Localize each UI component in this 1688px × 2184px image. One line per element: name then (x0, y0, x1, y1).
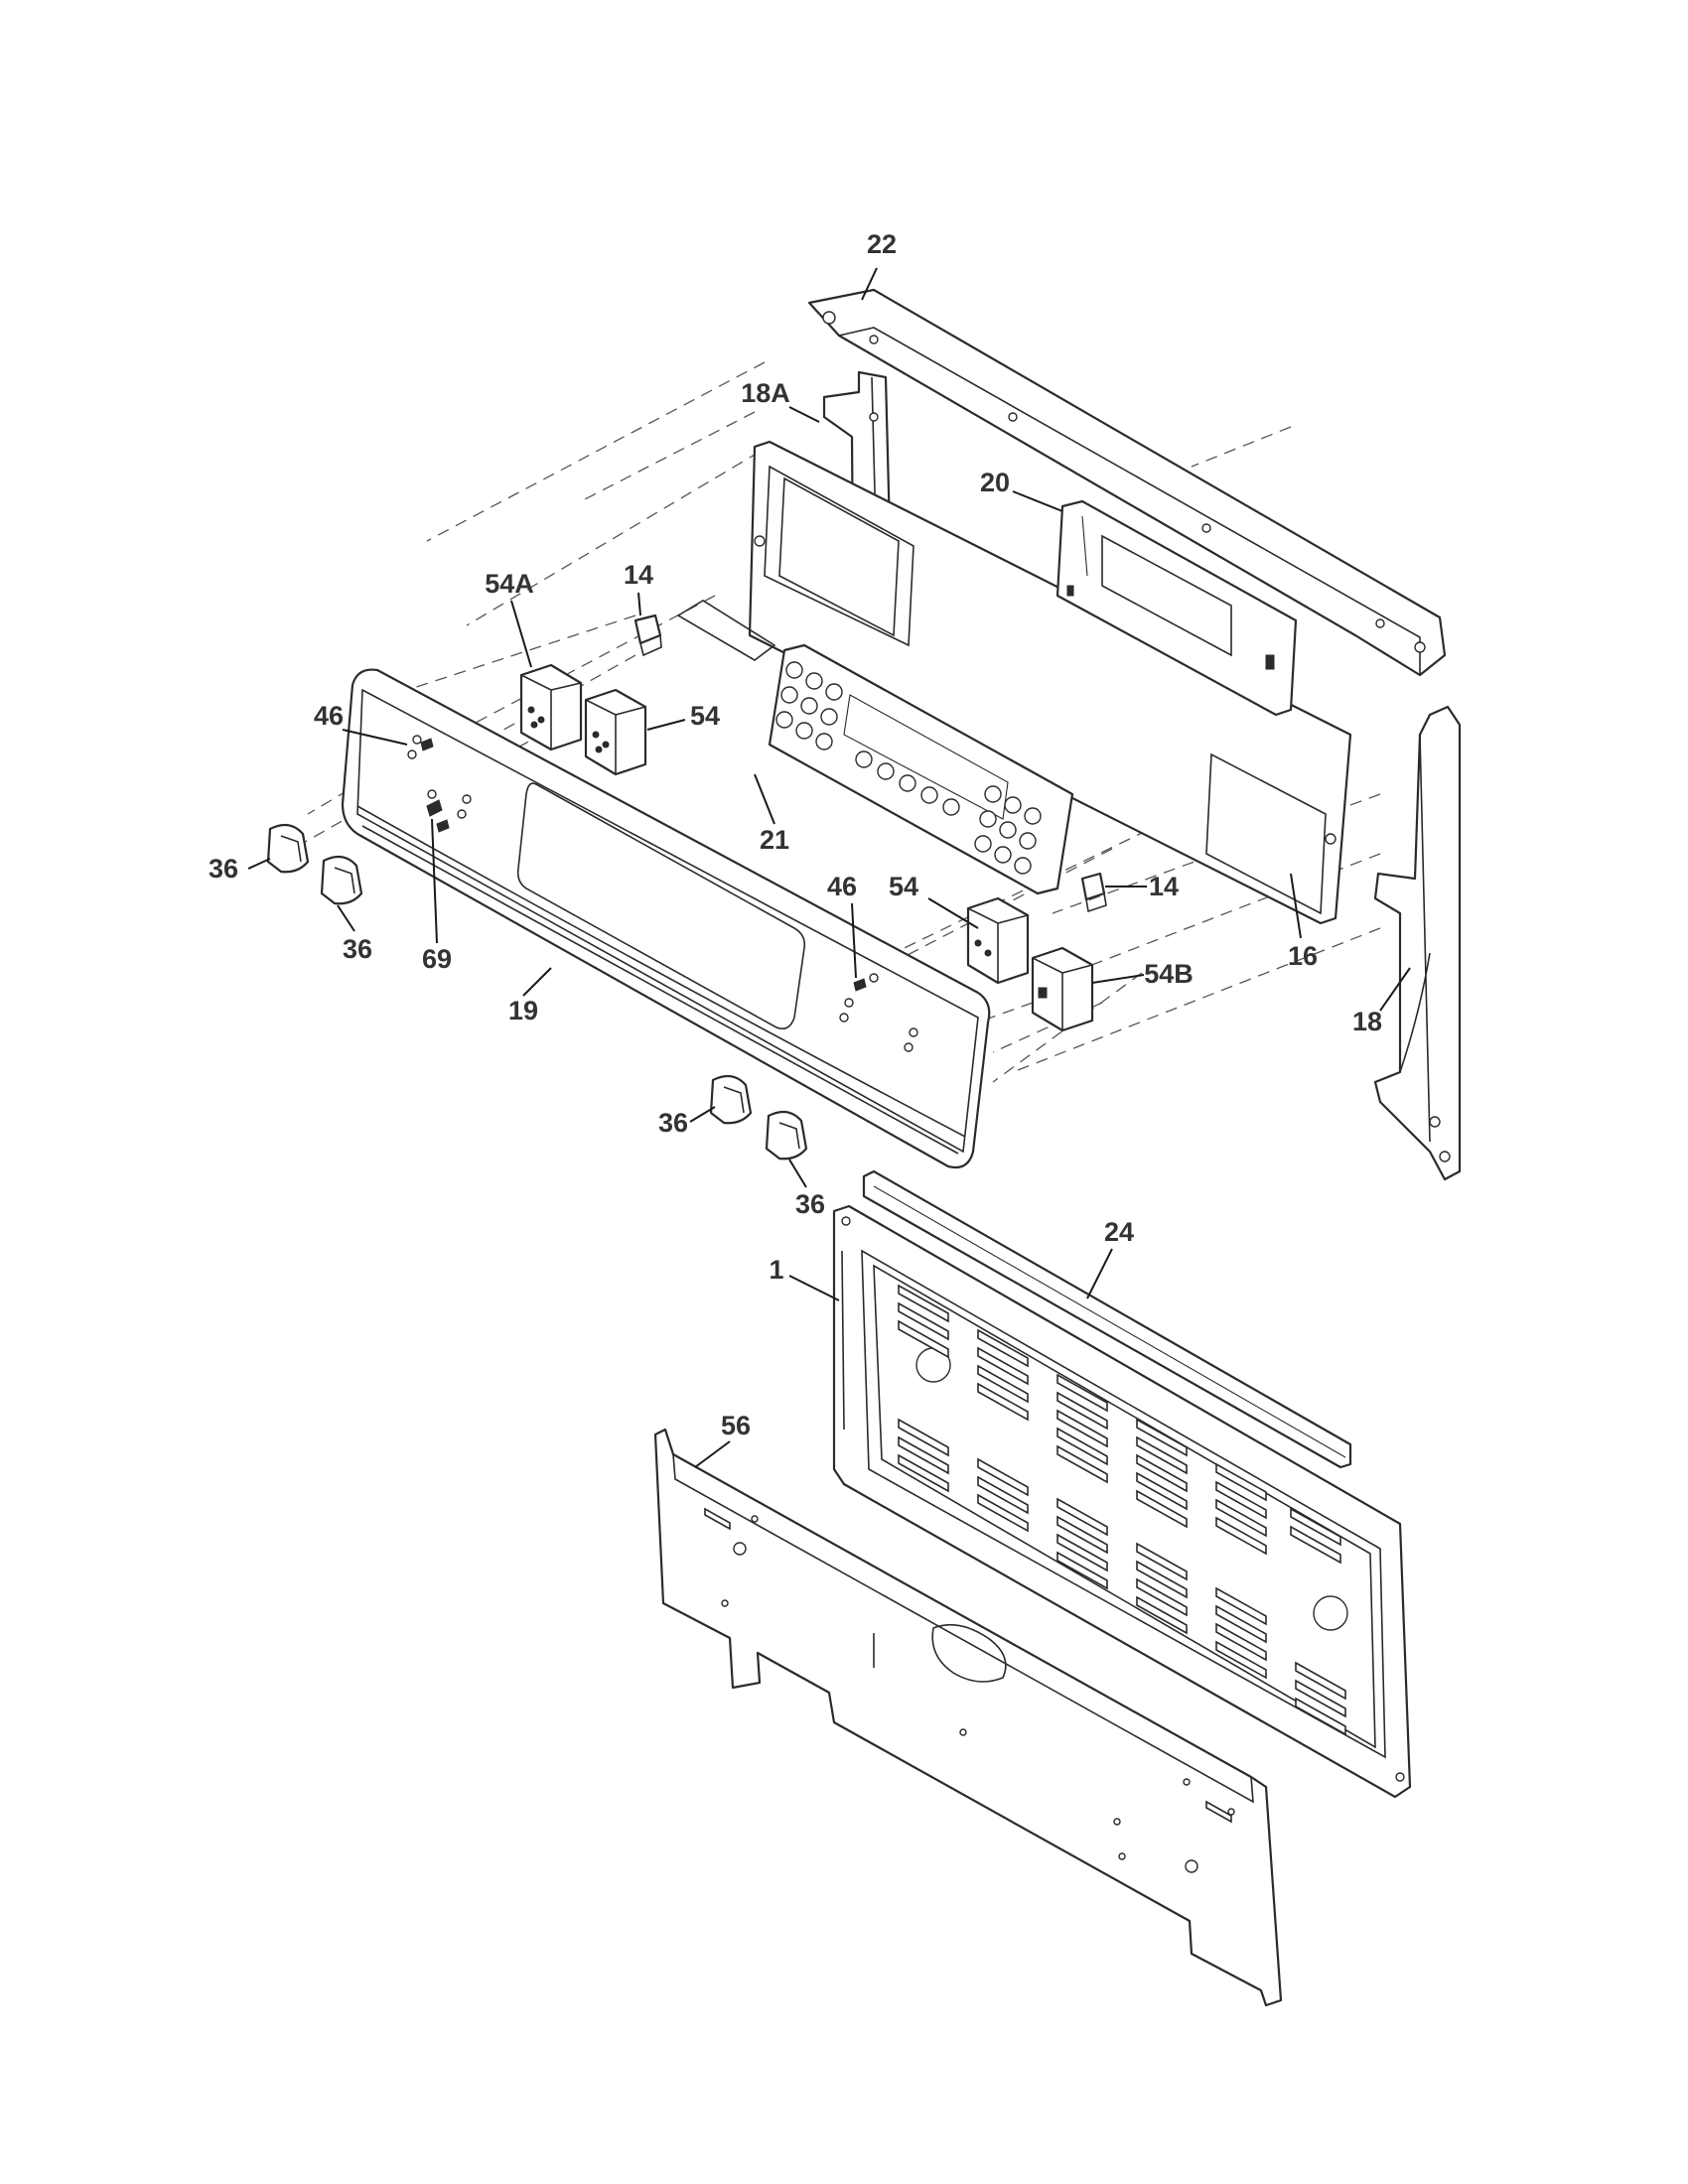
part-14-relay-lower (1080, 872, 1107, 913)
callout-14-upper: 14 (624, 560, 653, 590)
part-19-console (341, 668, 991, 1169)
callout-46-right: 46 (827, 872, 857, 901)
part-56-back-panel (653, 1428, 1283, 2007)
callout-22: 22 (867, 229, 897, 259)
part-46-screw-right (853, 978, 867, 992)
callout-54b: 54B (1144, 959, 1194, 989)
part-22-top-trim (807, 288, 1447, 677)
part-18-bracket (1373, 705, 1462, 1181)
part-21-touch-panel (676, 600, 1074, 895)
callout-36-d: 36 (795, 1189, 825, 1219)
part-54-switch-left (584, 688, 647, 776)
part-36-knob-4 (765, 1110, 808, 1160)
callout-20: 20 (980, 468, 1010, 497)
part-36-knob-3 (709, 1074, 753, 1125)
callout-36-c: 36 (658, 1108, 688, 1138)
callout-54a: 54A (485, 569, 534, 599)
callout-21: 21 (760, 825, 789, 855)
callout-16: 16 (1288, 941, 1318, 971)
callout-18a: 18A (741, 378, 790, 408)
callout-36-a: 36 (209, 854, 238, 884)
callout-14-lower: 14 (1149, 872, 1179, 901)
part-46-screw-left (420, 738, 434, 751)
callout-46-left: 46 (314, 701, 344, 731)
part-24-strip (862, 1169, 1352, 1469)
part-16-frame (748, 440, 1352, 925)
callout-56: 56 (721, 1411, 751, 1440)
callout-18: 18 (1352, 1007, 1382, 1036)
part-54-switch-right (966, 896, 1030, 985)
part-69-screw (426, 799, 450, 833)
part-54b-switch (1031, 946, 1094, 1032)
callout-24: 24 (1104, 1217, 1134, 1247)
part-14-relay-upper (633, 614, 662, 657)
callout-labels: 22 18A 20 54A 14 46 54 21 36 36 69 19 46… (209, 229, 1382, 1440)
part-36-knob-1 (266, 823, 310, 874)
callout-54-right: 54 (889, 872, 918, 901)
callout-54-left: 54 (690, 701, 720, 731)
callout-19: 19 (508, 996, 538, 1025)
part-20-control-board (1055, 499, 1298, 717)
callout-1: 1 (769, 1255, 783, 1285)
callout-69: 69 (422, 944, 452, 974)
part-1-backguard (832, 1204, 1412, 1799)
part-54a-switch (519, 663, 583, 751)
leader-lines (247, 267, 1411, 1468)
part-36-knob-2 (320, 855, 363, 905)
callout-36-b: 36 (343, 934, 372, 964)
